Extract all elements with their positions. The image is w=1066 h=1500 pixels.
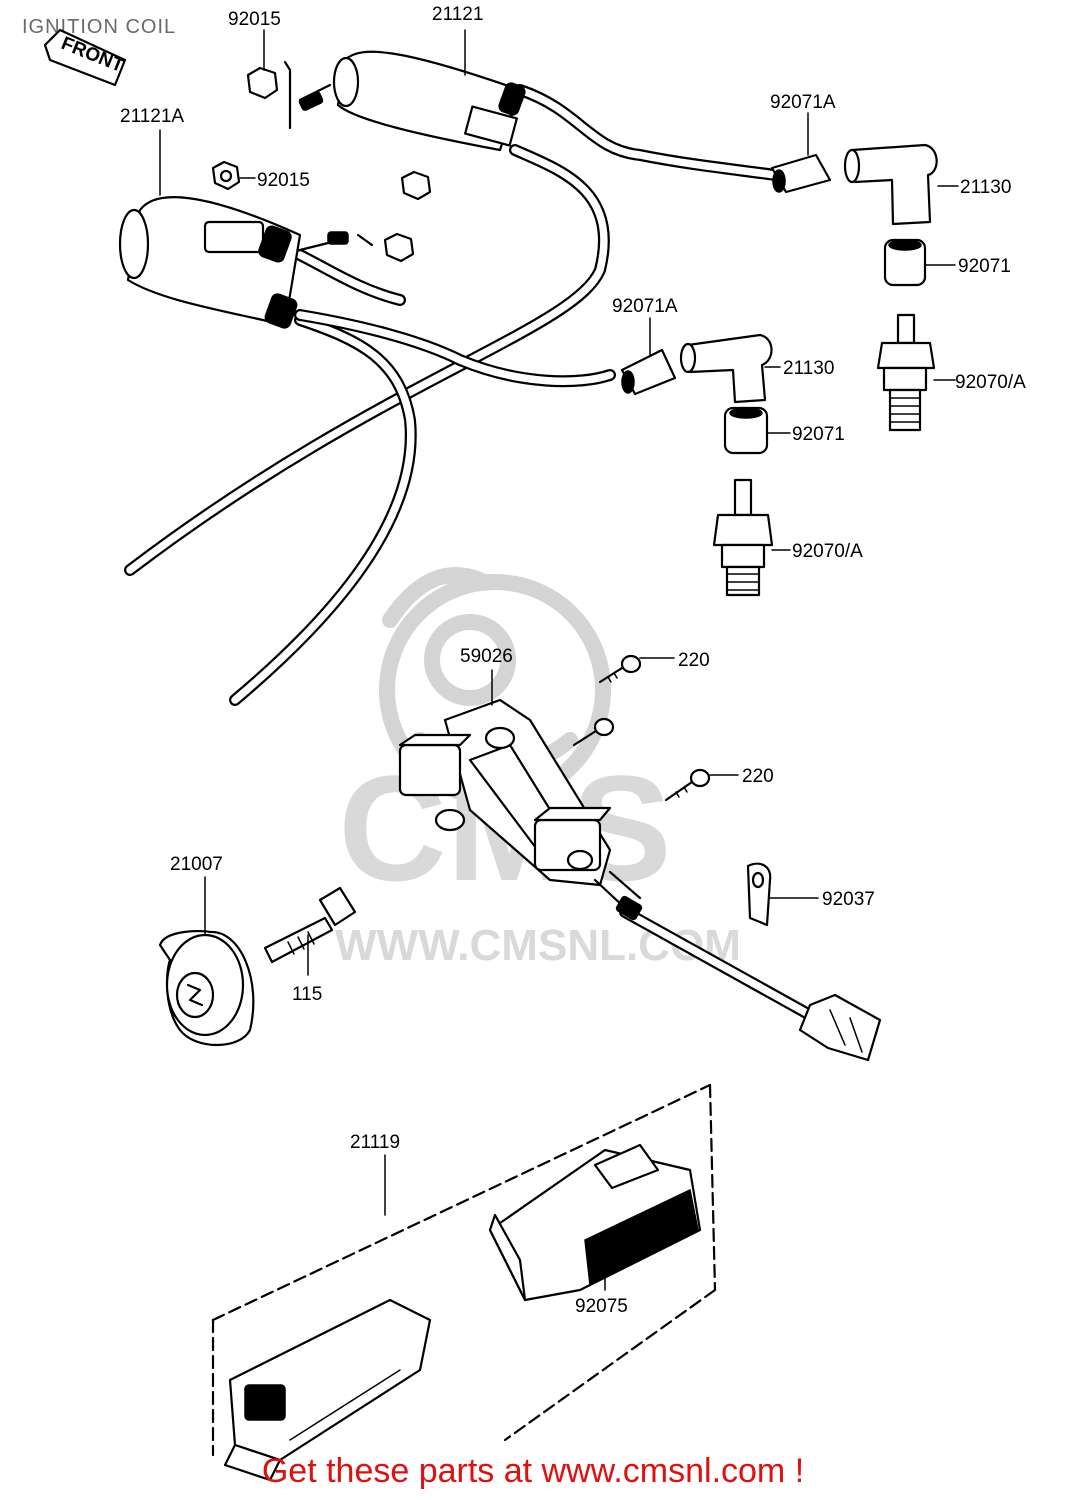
label-92070A-top: 92070/A xyxy=(955,372,1026,393)
plug-cap-21130-top xyxy=(843,143,938,226)
bolt-115 xyxy=(263,886,357,964)
clamp-92037 xyxy=(746,862,772,927)
label-92037: 92037 xyxy=(822,889,875,910)
plug-cap-21130-mid xyxy=(679,333,773,404)
pickup-coil-assembly-59026 xyxy=(398,698,642,910)
label-92015-mid: 92015 xyxy=(257,170,310,191)
plug-cap-seal-92071A-mid xyxy=(620,348,677,396)
cap-seal-92071-top xyxy=(883,238,927,287)
nut-small-coil xyxy=(356,170,432,263)
label-92070A-mid: 92070/A xyxy=(792,541,863,562)
label-92071-top: 92071 xyxy=(958,256,1011,277)
label-21119: 21119 xyxy=(350,1132,400,1153)
label-21130-top: 21130 xyxy=(960,177,1011,198)
label-21121A: 21121A xyxy=(120,106,184,127)
part-labels: 21121 21121A 92015 92015 92071A 21130 92… xyxy=(120,4,1026,1317)
label-92071A-mid: 92071A xyxy=(612,296,678,317)
label-92071-mid: 92071 xyxy=(792,424,845,445)
label-21007: 21007 xyxy=(170,854,223,875)
watermark-logo: CMS WWW.CMSNL.COM xyxy=(335,567,741,970)
nut-92015-mid xyxy=(211,160,241,191)
igniter-module-92075 xyxy=(488,1143,702,1302)
footer-shop-link[interactable]: Get these parts at www.cmsnl.com ! xyxy=(261,1452,805,1490)
screw-220-left xyxy=(572,717,615,747)
ignition-coil-21121 xyxy=(298,50,526,152)
cap-seal-92071-mid xyxy=(723,406,769,455)
igniter-unit xyxy=(223,1298,432,1482)
igniter-kit-outline-21119 xyxy=(211,1083,717,1457)
label-220-top: 220 xyxy=(678,650,710,671)
plug-cap-seal-92071A-top xyxy=(770,153,832,194)
pickup-wire-connector xyxy=(615,895,882,1062)
timing-rotor-21007 xyxy=(158,929,255,1047)
front-arrow-marker: FRONT xyxy=(43,28,127,87)
label-21121: 21121 xyxy=(432,4,483,25)
nut-92015-top xyxy=(246,60,292,130)
leader-lines xyxy=(159,29,959,1291)
screw-220-top xyxy=(598,654,642,684)
ignition-coil-21121A xyxy=(118,196,349,329)
screw-220-mid xyxy=(664,768,711,802)
label-21130-mid: 21130 xyxy=(783,358,834,379)
label-115: 115 xyxy=(292,984,322,1005)
high-tension-cables xyxy=(124,84,781,706)
label-92015-top: 92015 xyxy=(228,9,281,30)
label-92071A-top: 92071A xyxy=(770,92,836,113)
label-59026: 59026 xyxy=(460,646,513,667)
label-92075: 92075 xyxy=(575,1296,628,1317)
label-220-mid: 220 xyxy=(742,766,774,787)
spark-plug-92070A-top xyxy=(876,313,936,432)
spark-plug-92070A-mid xyxy=(712,478,774,597)
